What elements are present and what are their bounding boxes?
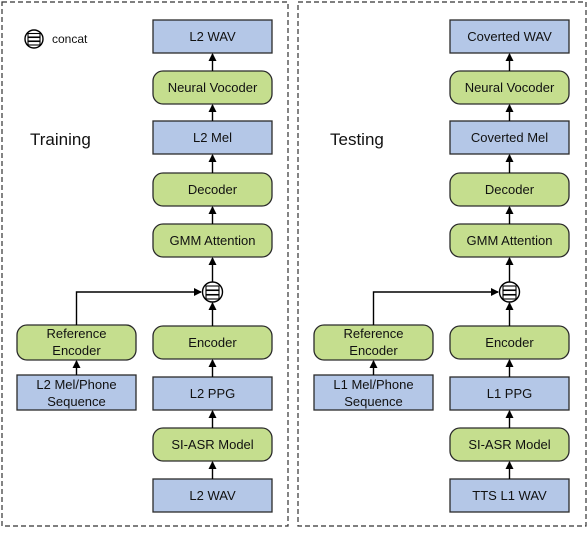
neural-vocoder-label: Neural Vocoder — [168, 80, 258, 95]
decoder-label: Decoder — [188, 182, 238, 197]
test-reference-encoder-label-line2: Encoder — [349, 343, 398, 358]
arrow-reference-to-concat — [75, 288, 202, 325]
testing-panel: Testing Coverted WAV Neural Vocoder Cove… — [297, 1, 587, 527]
l2-wav-input-box — [152, 478, 273, 513]
converted-wav-label: Coverted WAV — [467, 29, 552, 44]
l2-ppg-label: L2 PPG — [190, 386, 236, 401]
l1-ppg-box — [449, 376, 570, 411]
converted-mel-label: Coverted Mel — [471, 130, 548, 145]
l1-ppg-label: L1 PPG — [487, 386, 533, 401]
l1-mel-phone-sequence-label-line2: Sequence — [344, 394, 403, 409]
encoder-label: Encoder — [188, 335, 237, 350]
training-title: Training — [30, 130, 91, 149]
gmm-attention-label: GMM Attention — [170, 233, 256, 248]
l2-ppg-box — [152, 376, 273, 411]
test-si-asr-model-label: SI-ASR Model — [468, 437, 550, 452]
test-reference-encoder-label-line1: Reference — [344, 326, 404, 341]
l2-wav-input-label: L2 WAV — [189, 488, 236, 503]
mel-phone-sequence-label-line2: Sequence — [47, 394, 106, 409]
test-encoder-label: Encoder — [485, 335, 534, 350]
concat-icon — [24, 29, 44, 49]
l2-wav-output-label: L2 WAV — [189, 29, 236, 44]
l2-wav-output-box — [152, 19, 273, 54]
reference-encoder-label-line2: Encoder — [52, 343, 101, 358]
concat-node — [201, 281, 224, 303]
test-concat-node — [498, 281, 521, 303]
testing-panel-border — [297, 1, 587, 527]
si-asr-model-label: SI-ASR Model — [171, 437, 253, 452]
tts-l1-wav-box — [449, 478, 570, 513]
mel-phone-sequence-box — [16, 374, 137, 411]
test-decoder-label: Decoder — [485, 182, 535, 197]
converted-mel-box — [449, 120, 570, 155]
training-panel-border — [1, 1, 289, 527]
l1-mel-phone-sequence-box — [313, 374, 434, 411]
reference-encoder-label-line1: Reference — [47, 326, 107, 341]
l1-mel-phone-sequence-label-line1: L1 Mel/Phone — [333, 377, 413, 392]
training-panel: concat Training L2 WAV Neural Vocoder L2… — [1, 1, 289, 527]
converted-wav-box — [449, 19, 570, 54]
concat-label: concat — [52, 32, 88, 46]
l2-mel-label: L2 Mel — [193, 130, 232, 145]
testing-title: Testing — [330, 130, 384, 149]
test-gmm-attention-label: GMM Attention — [467, 233, 553, 248]
tts-l1-wav-label: TTS L1 WAV — [472, 488, 547, 503]
l2-mel-box — [152, 120, 273, 155]
test-arrow-reference-to-concat — [372, 288, 499, 325]
mel-phone-sequence-label-line1: L2 Mel/Phone — [36, 377, 116, 392]
test-neural-vocoder-label: Neural Vocoder — [465, 80, 555, 95]
concat-legend: concat — [24, 29, 88, 49]
